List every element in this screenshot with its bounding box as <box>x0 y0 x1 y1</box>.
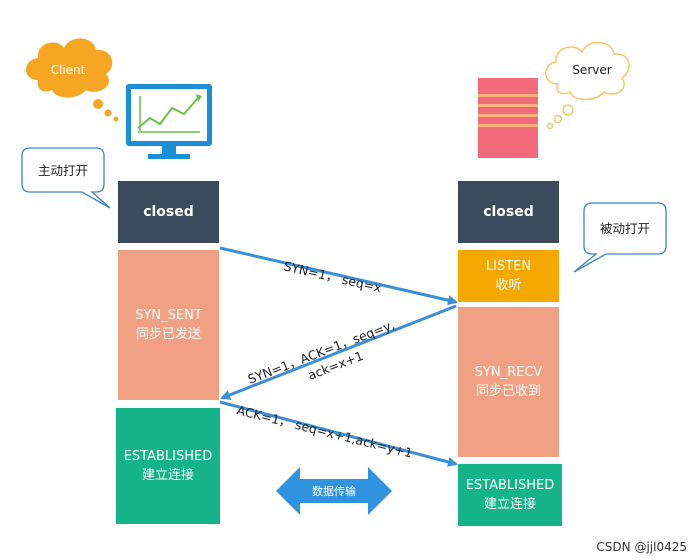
syn-arrow <box>219 246 458 306</box>
client-cloud: Client <box>26 38 119 122</box>
ack-message: ACK=1， seq=x+1,ack=y+1 <box>235 402 414 460</box>
client-established-state: ESTABLISHED 建立连接 <box>116 408 220 524</box>
server-syn-recv-sublabel: 同步已收到 <box>475 384 541 399</box>
client-established-sublabel: 建立连接 <box>141 468 194 483</box>
active-open-label: 主动打开 <box>38 163 88 178</box>
syn-ack-arrow <box>220 304 457 400</box>
server-established-label: ESTABLISHED <box>465 477 555 493</box>
server-icon <box>478 78 538 158</box>
client-syn-sent-sublabel: 同步已发送 <box>135 327 201 342</box>
client-cloud-label: Client <box>51 63 86 77</box>
monitor-icon <box>126 84 212 159</box>
server-established-state: ESTABLISHED 建立连接 <box>458 464 562 526</box>
passive-open-label: 被动打开 <box>600 221 650 236</box>
server-listen-state: LISTEN 收听 <box>458 250 559 302</box>
server-syn-recv-state: SYN_RECV 同步已收到 <box>458 307 559 457</box>
server-closed-label: closed <box>483 203 534 220</box>
server-cloud-label: Server <box>572 63 611 77</box>
server-listen-sublabel: 收听 <box>495 278 522 293</box>
passive-open-bubble: 被动打开 <box>573 202 667 273</box>
watermark: CSDN @jjl0425 <box>596 540 687 554</box>
syn-message: SYN=1， seq=x <box>282 258 383 295</box>
client-closed-label: closed <box>143 203 194 220</box>
data-transfer-label: 数据传输 <box>312 484 356 498</box>
client-established-label: ESTABLISHED <box>123 448 213 464</box>
client-closed-state: closed <box>118 181 219 243</box>
client-syn-sent-label: SYN_SENT <box>135 307 202 323</box>
server-established-sublabel: 建立连接 <box>483 497 536 512</box>
server-cloud: Server <box>545 41 630 130</box>
client-syn-sent-state: SYN_SENT 同步已发送 <box>118 250 219 400</box>
active-open-bubble: 主动打开 <box>21 147 111 209</box>
server-listen-label: LISTEN <box>485 258 532 274</box>
server-closed-state: closed <box>458 181 559 243</box>
server-syn-recv-label: SYN_RECV <box>474 364 543 380</box>
ack-arrow <box>219 400 458 467</box>
data-transfer-arrow: 数据传输 <box>276 467 392 515</box>
